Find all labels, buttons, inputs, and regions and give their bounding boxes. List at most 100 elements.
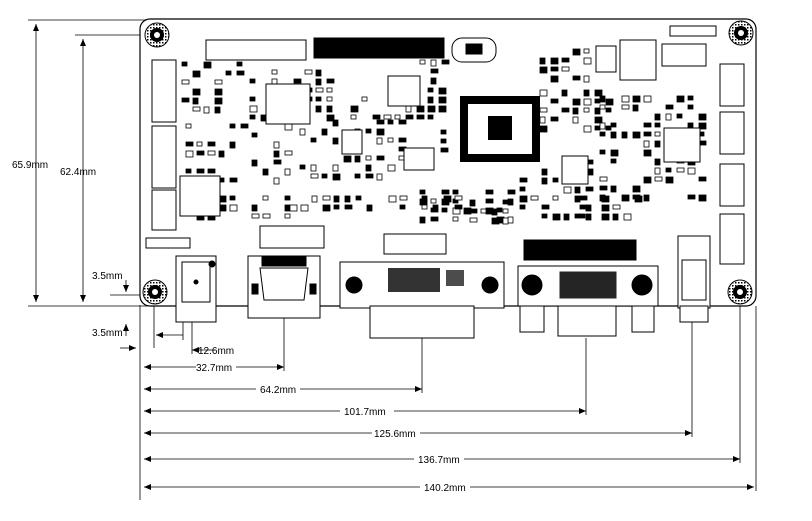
smd-component (284, 204, 291, 212)
smd-component (687, 104, 694, 110)
main-ic (460, 96, 540, 162)
dim-label-hole-offset-y: 3.5mm (92, 271, 123, 282)
smd-component (654, 113, 661, 121)
smd-component (355, 195, 362, 201)
smd-component (583, 75, 590, 83)
smd-component (563, 213, 570, 221)
smd-component (214, 88, 223, 96)
large-component (387, 75, 421, 107)
smd-component (315, 96, 322, 102)
smd-component (388, 195, 397, 203)
smd-component (605, 107, 612, 113)
smd-component (610, 185, 617, 193)
smd-component (315, 105, 322, 113)
fuse (669, 25, 717, 37)
smd-component (491, 208, 498, 216)
smd-component (322, 204, 331, 212)
smd-component (399, 204, 406, 210)
smd-component (427, 96, 434, 104)
smd-component (654, 158, 661, 166)
smd-component (632, 185, 641, 193)
smd-component (454, 204, 463, 210)
smd-component (299, 128, 306, 136)
smd-component (376, 173, 383, 181)
smd-component (440, 147, 449, 153)
smd-component (583, 48, 590, 54)
dim-label-32-7: 32.7mm (196, 363, 232, 374)
smd-component (271, 69, 278, 75)
smd-component (519, 195, 528, 203)
smd-component (579, 204, 588, 210)
smd-component (416, 114, 425, 120)
smd-component (665, 167, 672, 173)
pin-header-top (313, 37, 445, 59)
smd-component (574, 213, 581, 219)
smd-component (654, 176, 663, 182)
dvi-pins (388, 268, 464, 292)
smd-component (399, 195, 408, 201)
smd-component (502, 217, 509, 225)
smd-component (441, 207, 448, 213)
smd-component (539, 125, 548, 133)
smd-component (583, 89, 590, 97)
smd-component (203, 106, 210, 114)
dim-label-height-total: 65.9mm (12, 160, 48, 171)
smd-component (293, 78, 302, 84)
smd-component (572, 98, 581, 106)
smd-component (315, 87, 324, 93)
smd-component (485, 189, 494, 195)
smd-component (632, 104, 639, 112)
smd-component (240, 123, 249, 129)
header-right-4 (719, 213, 745, 265)
smd-component (585, 186, 594, 192)
smd-component (387, 119, 394, 125)
smd-component (480, 208, 487, 214)
smd-component (430, 216, 439, 222)
smd-component (262, 213, 271, 219)
smd-component (310, 164, 317, 172)
smd-component (315, 78, 322, 86)
smd-component (643, 122, 652, 128)
smd-component (419, 216, 426, 224)
smd-component (225, 70, 232, 76)
smd-component (599, 185, 608, 191)
smd-component (601, 213, 610, 221)
dim-label-125-6: 125.6mm (374, 429, 416, 440)
smd-component (654, 167, 661, 175)
header-left-2 (151, 125, 177, 189)
hdmi-connector (247, 255, 321, 319)
smd-component (519, 204, 526, 210)
smd-component (372, 114, 381, 120)
smd-component (610, 149, 619, 157)
smd-component (229, 141, 236, 149)
smd-component (192, 97, 199, 105)
smd-component (687, 167, 696, 175)
dim-label-12-6: 12.6mm (198, 346, 234, 357)
dvi-connector (339, 261, 505, 339)
smd-component (599, 131, 606, 137)
smd-component (251, 132, 258, 138)
smd-component (634, 195, 643, 203)
smd-component (326, 78, 335, 84)
header-left-3 (151, 189, 177, 231)
mounting-hole-bottom-right (727, 279, 753, 305)
smd-component (438, 87, 447, 95)
smd-component (574, 195, 581, 203)
smd-component (643, 194, 650, 202)
smd-component (249, 105, 258, 113)
smd-component (599, 95, 606, 103)
smd-component (454, 195, 463, 201)
smd-component (601, 195, 610, 203)
smd-component (654, 122, 661, 128)
header-right-2 (719, 111, 745, 155)
smd-component (599, 122, 606, 130)
smd-component (304, 69, 313, 75)
smd-component (698, 176, 707, 182)
smd-component (326, 96, 333, 102)
smd-component (207, 168, 216, 174)
smd-component (665, 104, 674, 110)
smd-component (541, 168, 548, 176)
smd-component (687, 194, 696, 200)
smd-component (665, 176, 674, 184)
